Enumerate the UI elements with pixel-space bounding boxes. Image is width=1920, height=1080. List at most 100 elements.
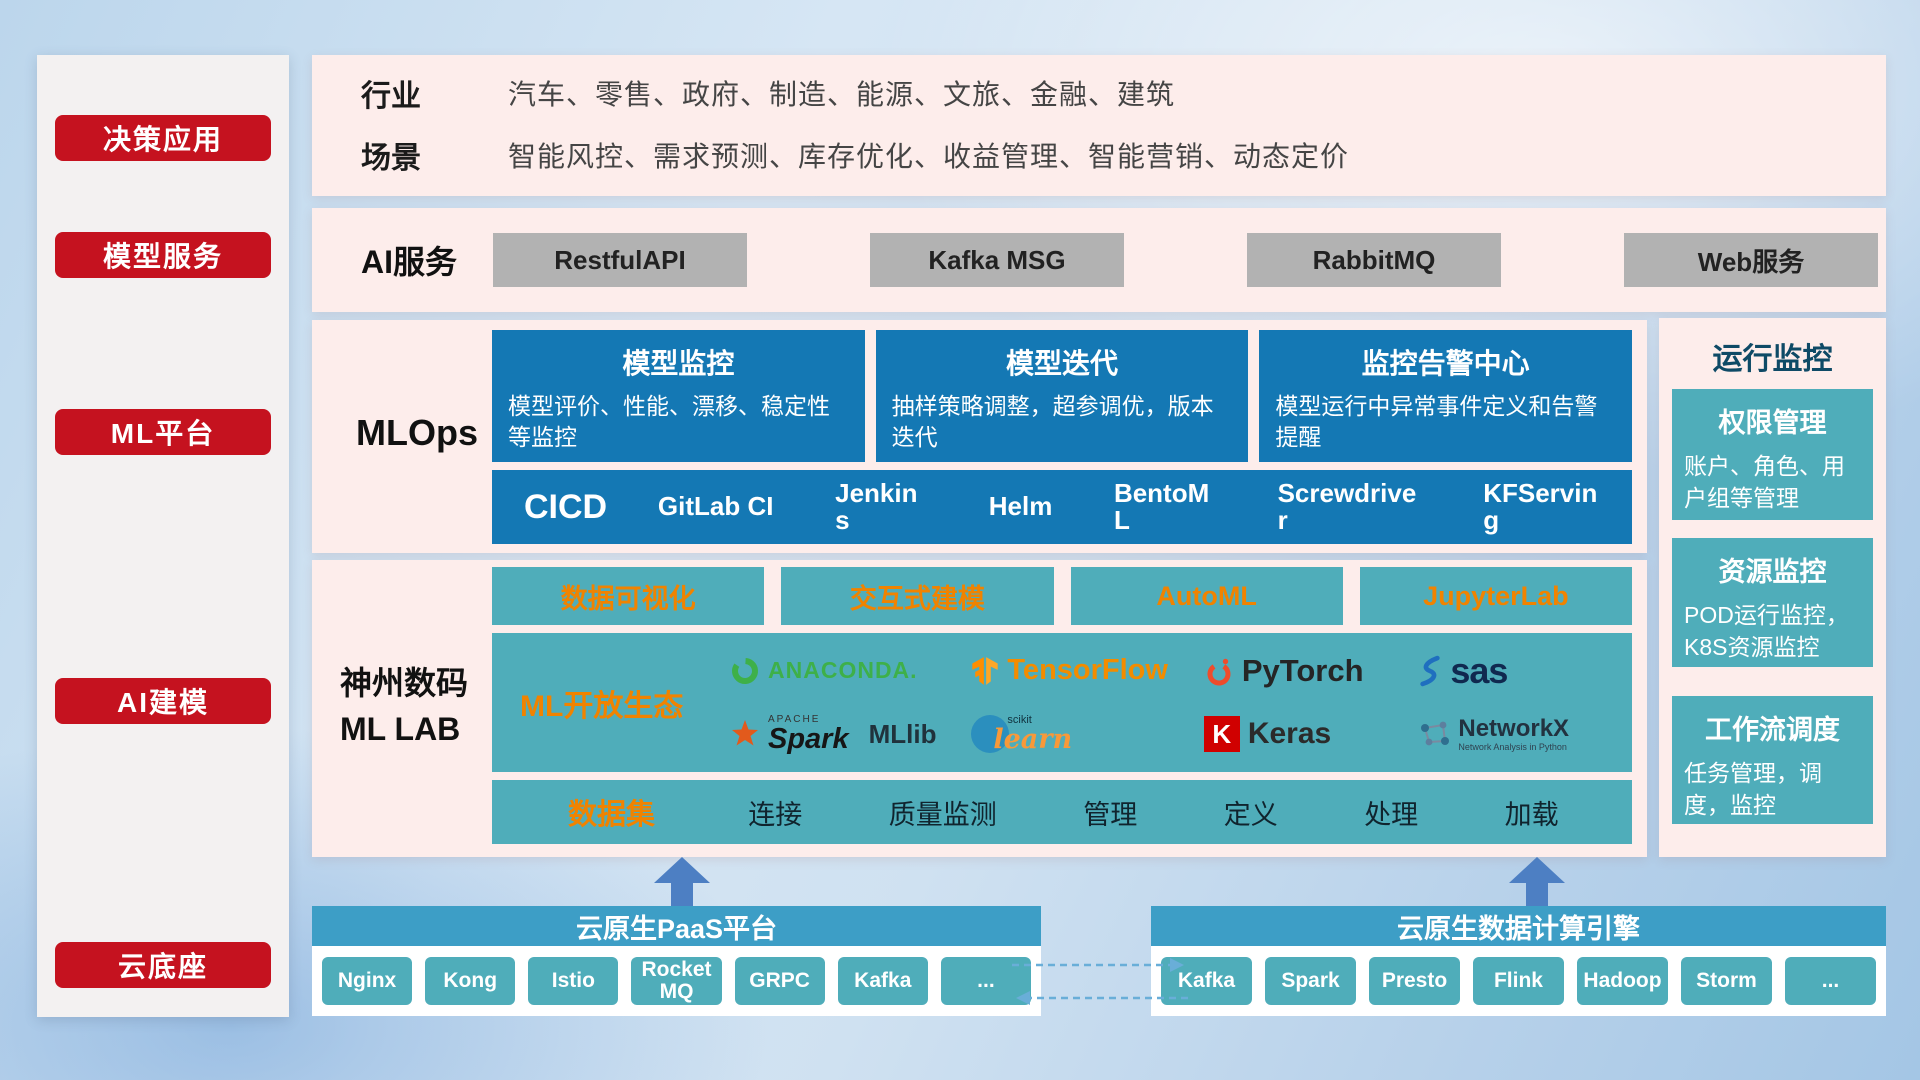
cicd-bar: CICD GitLab CI Jenkins Helm BentoML Scre… bbox=[492, 470, 1632, 544]
dataset-process: 处理 bbox=[1364, 799, 1419, 830]
industry-scenario-panel: 行业 汽车、零售、政府、制造、能源、文旅、金融、建筑 场景 智能风控、需求预测、… bbox=[312, 55, 1886, 196]
sidebar-item-model-service[interactable]: 模型服务 bbox=[55, 232, 271, 278]
grpc-chip[interactable]: GRPC bbox=[734, 957, 825, 1005]
gitlab-ci-item: GitLab CI bbox=[657, 491, 774, 522]
apache-text: APACHE bbox=[768, 713, 821, 725]
anaconda-icon bbox=[732, 657, 758, 684]
restfulapi-button[interactable]: RestfulAPI bbox=[493, 233, 747, 287]
sidebar-item-ai-modeling[interactable]: AI建模 bbox=[55, 678, 271, 724]
sas-icon bbox=[1420, 655, 1441, 686]
hadoop-chip[interactable]: Hadoop bbox=[1577, 957, 1668, 1005]
jupyterlab-button[interactable]: JupyterLab bbox=[1359, 567, 1632, 625]
paas-up-arrow bbox=[654, 857, 710, 906]
spark-icon bbox=[732, 720, 758, 746]
mlops-panel: MLOps 模型监控 模型评价、性能、漂移、稳定性等监控 模型迭代 抽样策略调整… bbox=[312, 320, 1647, 553]
dataset-label: 数据集 bbox=[568, 799, 656, 831]
dataset-functions: 连接 质量监测 管理 定义 处理 加载 bbox=[655, 793, 1632, 832]
jenkins-item: Jenkins bbox=[835, 477, 918, 535]
tensorflow-logo: TensorFlow bbox=[971, 654, 1203, 687]
cicd-label: CICD bbox=[524, 487, 608, 526]
kafka-chip[interactable]: Kafka bbox=[837, 957, 928, 1005]
anaconda-logo: ANACONDA. bbox=[730, 656, 971, 686]
web-service-button[interactable]: Web服务 bbox=[1624, 233, 1878, 287]
data-compute-engine-header: 云原生数据计算引擎 bbox=[1151, 906, 1886, 946]
dataset-define: 定义 bbox=[1223, 799, 1278, 830]
engine-components: Kafka Spark Presto Flink Hadoop Storm ..… bbox=[1151, 946, 1886, 1016]
engine-up-arrow bbox=[1509, 857, 1565, 906]
data-visualization-button[interactable]: 数据可视化 bbox=[492, 567, 765, 625]
dataset-quality: 质量监测 bbox=[888, 799, 997, 830]
industry-values: 汽车、零售、政府、制造、能源、文旅、金融、建筑 bbox=[508, 79, 1176, 110]
rabbitmq-button[interactable]: RabbitMQ bbox=[1247, 233, 1501, 287]
card-title: 模型监控 bbox=[622, 348, 735, 379]
tensorflow-wordmark: TensorFlow bbox=[1007, 654, 1168, 687]
presto-chip[interactable]: Presto bbox=[1369, 957, 1460, 1005]
card-desc: 抽样策略调整，超参调优，版本迭代 bbox=[891, 393, 1214, 451]
card-desc: 账户、角色、用户组等管理 bbox=[1684, 453, 1845, 512]
card-title: 权限管理 bbox=[1718, 408, 1827, 438]
model-monitoring-card: 模型监控 模型评价、性能、漂移、稳定性等监控 bbox=[492, 330, 865, 462]
ml-ecosystem-box: ML开放生态 ANACONDA. TensorFlow bbox=[492, 633, 1632, 772]
cicd-tools: GitLab CI Jenkins Helm BentoML Screwdriv… bbox=[627, 477, 1632, 535]
scikit-learn-icon: scikit learn bbox=[971, 708, 1072, 760]
ai-service-buttons: RestfulAPI Kafka MSG RabbitMQ Web服务 bbox=[493, 233, 1878, 287]
scikit-learn-logo: scikit learn bbox=[971, 708, 1203, 760]
pytorch-logo: PyTorch bbox=[1204, 653, 1419, 689]
automl-button[interactable]: AutoML bbox=[1070, 567, 1343, 625]
card-desc: POD运行监控，K8S资源监控 bbox=[1684, 602, 1849, 661]
dataset-load: 加载 bbox=[1504, 799, 1559, 830]
istio-chip[interactable]: Istio bbox=[528, 957, 619, 1005]
industry-label: 行业 bbox=[361, 80, 421, 113]
keras-wordmark: Keras bbox=[1247, 717, 1332, 751]
kfserving-item: KFServing bbox=[1483, 477, 1598, 535]
data-exchange-arrows bbox=[1012, 958, 1188, 1005]
screwdriver-item: Screwdriver bbox=[1277, 477, 1417, 535]
scenario-label: 场景 bbox=[361, 142, 421, 175]
keras-icon: K bbox=[1203, 716, 1240, 753]
flink-chip[interactable]: Flink bbox=[1473, 957, 1564, 1005]
bentoml-item: BentoML bbox=[1113, 477, 1210, 535]
more-engine-chip[interactable]: ... bbox=[1785, 957, 1876, 1005]
keras-logo: K Keras bbox=[1203, 716, 1419, 753]
interactive-modeling-button[interactable]: 交互式建模 bbox=[781, 567, 1054, 625]
data-compute-engine-group: 云原生数据计算引擎 Kafka Spark Presto Flink Hadoo… bbox=[1151, 906, 1886, 1016]
spark-text: Spark bbox=[768, 722, 849, 755]
sas-wordmark: sas bbox=[1450, 649, 1508, 691]
dataset-bar: 数据集 连接 质量监测 管理 定义 处理 加载 bbox=[492, 780, 1632, 844]
card-title: 监控告警中心 bbox=[1361, 348, 1530, 379]
pytorch-icon bbox=[1207, 658, 1231, 686]
mllab-label-line1: 神州数码 bbox=[340, 665, 469, 701]
card-title: 模型迭代 bbox=[1006, 348, 1119, 379]
card-desc: 模型评价、性能、漂移、稳定性等监控 bbox=[508, 393, 830, 451]
nginx-chip[interactable]: Nginx bbox=[322, 957, 413, 1005]
model-iteration-card: 模型迭代 抽样策略调整，超参调优，版本迭代 bbox=[875, 330, 1249, 462]
card-title: 工作流调度 bbox=[1705, 715, 1840, 745]
rocketmq-chip[interactable]: RocketMQ bbox=[631, 957, 722, 1005]
paas-platform-header: 云原生PaaS平台 bbox=[312, 906, 1041, 946]
ecosystem-logos: ANACONDA. TensorFlow PyTorch bbox=[730, 639, 1624, 767]
mllib-text: MLlib bbox=[868, 718, 937, 749]
mllab-label-line2: ML LAB bbox=[340, 711, 461, 748]
monitoring-title: 运行监控 bbox=[1712, 343, 1833, 376]
dataset-manage: 管理 bbox=[1083, 799, 1138, 830]
kong-chip[interactable]: Kong bbox=[425, 957, 516, 1005]
networkx-subtext: Network Analysis in Python bbox=[1458, 741, 1567, 752]
spark-chip[interactable]: Spark bbox=[1265, 957, 1356, 1005]
runtime-monitoring-panel: 运行监控 权限管理 账户、角色、用户组等管理 资源监控 POD运行监控，K8S资… bbox=[1659, 318, 1886, 857]
mllab-label: 神州数码 ML LAB bbox=[340, 660, 490, 753]
networkx-text: NetworkX bbox=[1458, 715, 1570, 743]
alert-center-card: 监控告警中心 模型运行中异常事件定义和告警提醒 bbox=[1259, 330, 1633, 462]
storm-chip[interactable]: Storm bbox=[1681, 957, 1772, 1005]
sidebar-item-ml-platform[interactable]: ML平台 bbox=[55, 409, 271, 455]
kafka-msg-button[interactable]: Kafka MSG bbox=[870, 233, 1124, 287]
sidebar-item-decision-apps[interactable]: 决策应用 bbox=[55, 115, 271, 161]
permission-management-card: 权限管理 账户、角色、用户组等管理 bbox=[1672, 389, 1873, 520]
paas-platform-group: 云原生PaaS平台 Nginx Kong Istio RocketMQ GRPC… bbox=[312, 906, 1041, 1016]
kafka-engine-chip[interactable]: Kafka bbox=[1161, 957, 1252, 1005]
dataset-connect: 连接 bbox=[748, 799, 803, 830]
networkx-logo: NetworkX Network Analysis in Python bbox=[1418, 715, 1624, 752]
sidebar-item-cloud-base[interactable]: 云底座 bbox=[55, 942, 271, 988]
scenario-line: 场景 智能风控、需求预测、库存优化、收益管理、智能营销、动态定价 bbox=[361, 135, 1866, 175]
ecosystem-label: ML开放生态 bbox=[520, 689, 684, 723]
